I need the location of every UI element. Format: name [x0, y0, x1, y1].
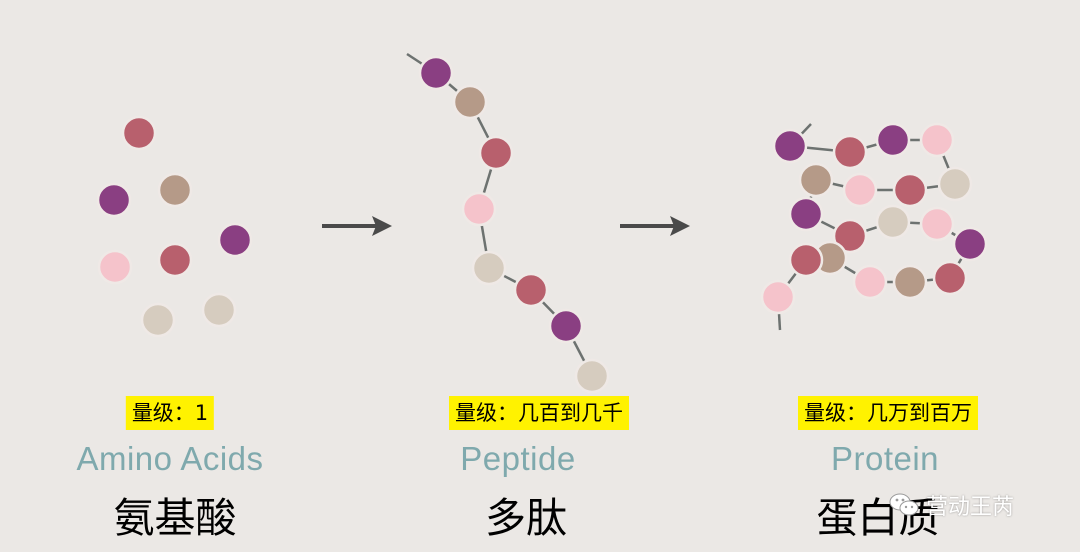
amino-acids-label-en: Amino Acids: [76, 440, 264, 477]
bead-layer: [96, 55, 988, 394]
peptide-label-zh: 多肽: [485, 494, 567, 542]
protein-bead-18: [788, 242, 824, 278]
peptide-bead-7: [548, 308, 584, 344]
protein-bead-10: [832, 218, 868, 254]
protein-label-en: Protein: [830, 440, 940, 477]
protein-label-zh: 蛋白质: [816, 494, 940, 542]
watermark-text: 营动王芮: [926, 495, 1015, 520]
protein-bead-16: [852, 264, 888, 300]
peptide-bead-4: [461, 191, 497, 227]
arrow-1-head: [372, 216, 392, 236]
protein-bead-8: [798, 162, 834, 198]
amino-acid-bead-8: [140, 302, 176, 338]
protein-bead-9: [788, 196, 824, 232]
protein-magnitude: 量级：几万到百万: [798, 396, 978, 430]
peptide-magnitude: 量级：几百到几千: [449, 396, 629, 430]
peptide-bead-8: [574, 358, 610, 394]
amino-acid-bead-1: [121, 115, 157, 151]
peptide-label-en: Peptide: [460, 440, 576, 477]
protein-bead-11: [875, 204, 911, 240]
protein-bead-7: [842, 172, 878, 208]
protein-bead-19: [760, 279, 796, 315]
watermark: 营动王芮: [888, 489, 1014, 521]
arrow-2-head: [670, 216, 690, 236]
protein-bead-12: [919, 206, 955, 242]
arrow-2: [620, 216, 690, 236]
amino-acid-bead-2: [157, 172, 193, 208]
protein-bead-2: [832, 134, 868, 170]
amino-acids-magnitude: 量级：1: [125, 396, 215, 430]
protein-bead-13: [952, 226, 988, 262]
protein-bead-5: [937, 166, 973, 202]
amino-acids-label-zh: 氨基酸: [113, 494, 237, 542]
amino-acid-bead-5: [157, 242, 193, 278]
protein-bead-1: [772, 128, 808, 164]
peptide-bead-5: [471, 250, 507, 286]
amino-acid-bead-4: [217, 222, 253, 258]
peptide-bead-3: [478, 135, 514, 171]
wechat-icon: [889, 493, 919, 516]
protein-bead-6: [892, 172, 928, 208]
protein-bead-14: [932, 260, 968, 296]
amino-acid-bead-3: [96, 182, 132, 218]
peptide-bead-2: [452, 84, 488, 120]
peptide-bead-6: [513, 272, 549, 308]
arrow-1: [322, 216, 392, 236]
amino-acid-bead-7: [201, 292, 237, 328]
peptide-bead-1: [418, 55, 454, 91]
amino-acid-bead-6: [97, 249, 133, 285]
protein-bead-3: [875, 122, 911, 158]
protein-bead-4: [919, 122, 955, 158]
protein-bead-15: [892, 264, 928, 300]
